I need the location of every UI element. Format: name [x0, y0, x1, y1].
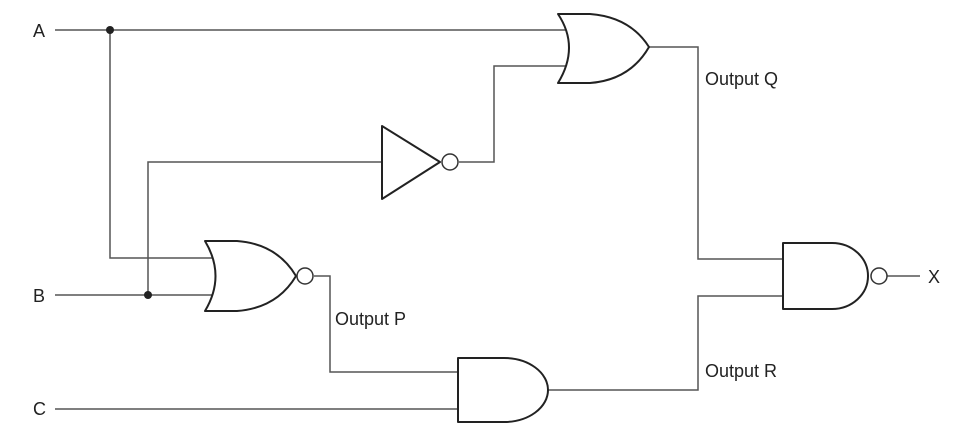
and-gate — [457, 357, 549, 423]
junction-dot-b — [144, 291, 152, 299]
output-label-x: X — [928, 267, 940, 287]
wire-a-to-nor — [109, 30, 220, 259]
input-label-b: B — [33, 286, 45, 306]
nor-gate-bubble — [296, 267, 314, 285]
wire-output-p — [314, 275, 458, 373]
wire-output-q — [649, 46, 783, 260]
output-q-label: Output Q — [705, 69, 778, 89]
wire-not-to-or — [459, 65, 568, 163]
wire-output-r — [548, 295, 783, 391]
not-gate — [381, 125, 459, 200]
not-gate-bubble — [441, 153, 459, 171]
wire-b-to-not — [147, 161, 382, 295]
output-r-label: Output R — [705, 361, 777, 381]
wires — [55, 29, 920, 410]
output-p-label: Output P — [335, 309, 406, 329]
nor-gate — [204, 240, 314, 312]
input-label-a: A — [33, 21, 45, 41]
junction-dot-a — [106, 26, 114, 34]
or-gate — [557, 13, 650, 84]
nand-gate-bubble — [870, 267, 888, 285]
nand-gate — [782, 242, 888, 310]
input-label-c: C — [33, 399, 46, 419]
